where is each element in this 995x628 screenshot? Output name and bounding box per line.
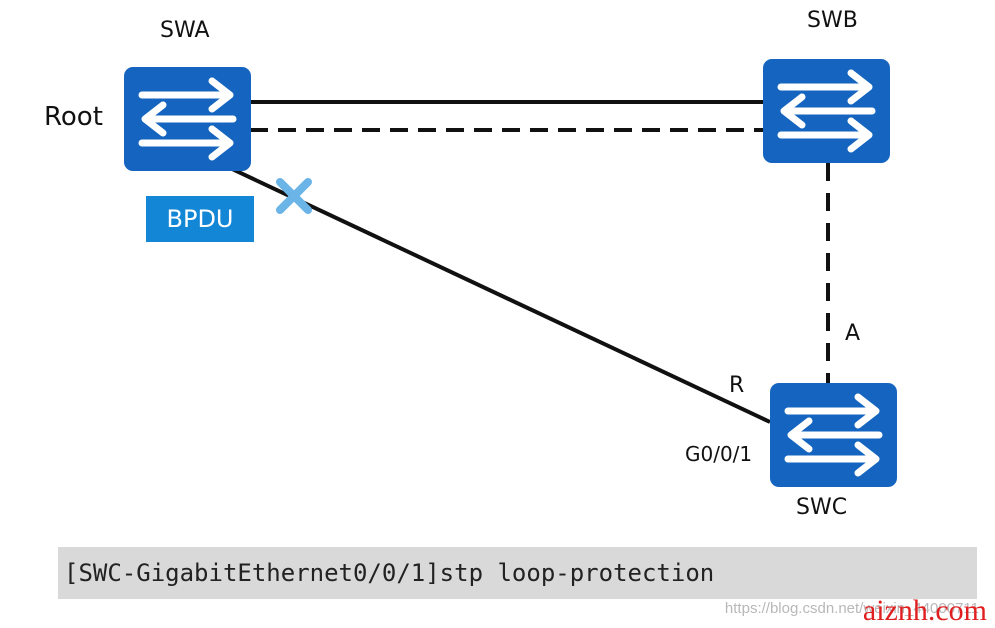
port-role-alternate: A	[845, 321, 861, 346]
swa-name: SWA	[160, 18, 210, 43]
interface-label: G0/0/1	[685, 442, 753, 466]
link-swa-swc	[229, 166, 771, 424]
cross-icon	[276, 178, 312, 214]
root-label: Root	[44, 102, 103, 132]
port-role-root: R	[729, 373, 745, 398]
switch-swa-icon	[124, 67, 251, 171]
watermark-brand: aiznh.com	[862, 594, 987, 627]
command-bar: [SWC-GigabitEthernet0/0/1]stp loop-prote…	[58, 547, 977, 599]
switch-swb-icon	[763, 59, 890, 163]
swc-name: SWC	[796, 495, 848, 520]
switch-swc-icon	[770, 383, 897, 487]
command-text: [SWC-GigabitEthernet0/0/1]stp loop-prote…	[64, 559, 715, 587]
watermark-url: https://blog.csdn.net/weixin_44000711	[724, 600, 979, 617]
swb-name: SWB	[807, 8, 858, 33]
bpdu-badge: BPDU	[146, 196, 254, 242]
